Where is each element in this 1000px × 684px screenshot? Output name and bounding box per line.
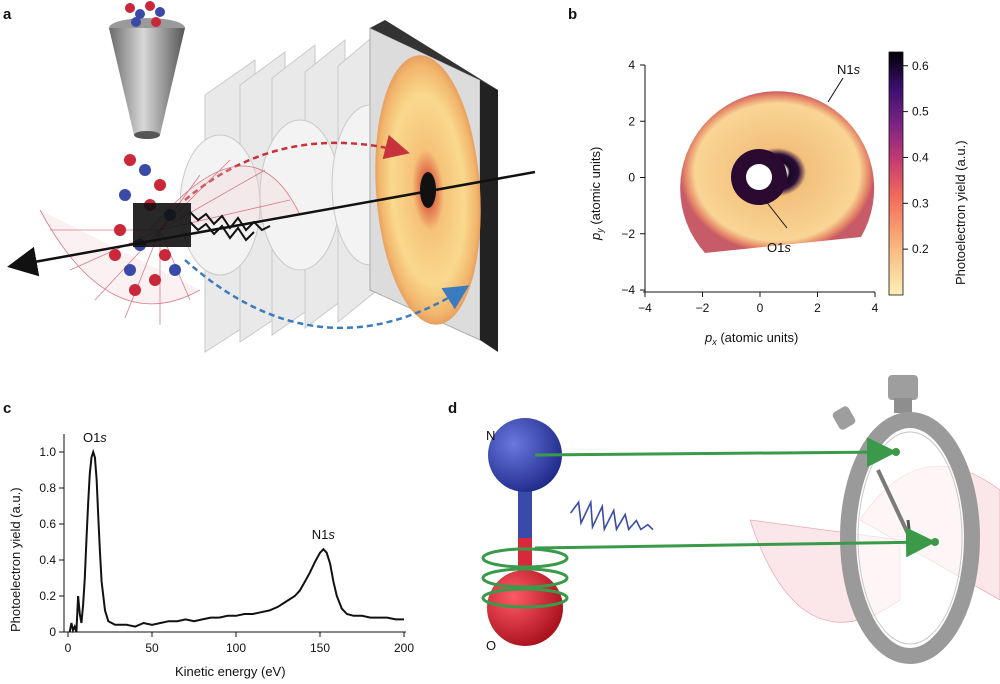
colorbar-tick-label: 0.5 — [912, 105, 929, 119]
nitrogen-label: N — [486, 428, 495, 443]
molecule-cluster-top — [125, 1, 165, 27]
nitrogen-atom — [488, 418, 562, 492]
green-dot-n — [892, 448, 900, 456]
peak-label-main: O1 — [83, 430, 100, 445]
x-tick-label: 50 — [145, 641, 159, 655]
panel-a-schematic — [7, 1, 536, 353]
gas-nozzle — [109, 18, 185, 139]
y-tick-label: −2 — [621, 227, 635, 241]
colorbar-tick-label: 0.6 — [912, 59, 929, 73]
oxygen-label: O — [486, 638, 496, 653]
colorbar-ticks: 0.2 0.3 0.4 0.5 0.6 — [903, 59, 929, 256]
peak-label: O1s — [83, 430, 107, 445]
x-tick-label: 0 — [757, 301, 764, 315]
axes — [643, 65, 875, 293]
spectrometer-axis — [7, 170, 536, 277]
y-tick-label: 0.6 — [39, 517, 56, 531]
heatmap-image — [680, 91, 875, 253]
green-dot-o — [931, 538, 939, 546]
green-arrow-o — [534, 527, 936, 558]
y-tick-label: 0 — [628, 171, 635, 185]
colorbar — [888, 51, 904, 296]
detector — [369, 20, 498, 352]
y-tick-label: 4 — [628, 58, 635, 72]
x-tick-label: −2 — [696, 301, 710, 315]
y-tick-label: 2 — [628, 114, 635, 128]
red-trajectory-arrow — [184, 134, 410, 201]
interaction-region-box — [133, 203, 191, 247]
x-axis-label: Kinetic energy (eV) — [175, 664, 286, 679]
n1s-leader-line — [827, 77, 844, 103]
x-tick-label: 150 — [310, 641, 330, 655]
y-axis-ticks: 4 2 0 −2 −4 — [621, 58, 645, 297]
x-tick-label: −4 — [638, 301, 652, 315]
y-axis-label: py (atomic units) — [588, 147, 605, 241]
y-tick-label: 1.0 — [39, 445, 56, 459]
panel-label-b: b — [568, 6, 578, 23]
y-tick-label: 0.4 — [39, 553, 56, 567]
panel-label-a: a — [3, 6, 12, 23]
panel-label-c: c — [3, 400, 12, 417]
n1s-annotation: N1s — [837, 62, 861, 77]
blue-trajectory-arrow — [184, 259, 470, 330]
y-axis-label: Photoelectron yield (a.u.) — [8, 487, 23, 632]
x-tick-label: 2 — [814, 301, 821, 315]
x-axis-label: px (atomic units) — [704, 330, 798, 347]
xray-pulse — [569, 499, 654, 533]
panel-label-d: d — [448, 400, 458, 417]
x-axis-ticks: −4 −2 0 2 4 — [638, 292, 879, 315]
y-tick-label: −4 — [621, 283, 635, 297]
x-tick-label: 4 — [872, 301, 879, 315]
peak-label-italic: s — [328, 527, 335, 542]
x-tick-label: 200 — [394, 641, 414, 655]
colorbar-tick-label: 0.2 — [912, 242, 929, 256]
y-tick-label: 0 — [49, 625, 56, 639]
colorbar-label: Photoelectron yield (a.u.) — [953, 140, 968, 285]
o1s-leader-line — [764, 199, 788, 229]
x-axis-ticks: 0 50 100 150 200 — [65, 632, 414, 655]
peak-label-italic: s — [100, 430, 107, 445]
spectrum-line — [68, 448, 404, 634]
panel-b-momentum-map: −4 −2 0 2 4 4 2 0 −2 −4 px (atomic units) py (at… — [588, 51, 968, 347]
green-arrow-n — [534, 437, 897, 468]
colorbar-tick-label: 0.4 — [912, 150, 929, 164]
colorbar-tick-label: 0.3 — [912, 196, 929, 210]
axes — [63, 434, 406, 633]
y-tick-label: 0.2 — [39, 589, 56, 603]
o1s-annotation: O1s — [767, 240, 791, 255]
no-molecule — [481, 418, 569, 646]
x-tick-label: 100 — [226, 641, 246, 655]
panel-d-illustration: N O — [481, 375, 1000, 664]
y-axis-ticks: 0 0.2 0.4 0.6 0.8 1.0 — [39, 445, 64, 639]
peak-label: N1s — [312, 527, 336, 542]
x-tick-label: 0 — [65, 641, 72, 655]
peak-label-main: N1 — [312, 527, 329, 542]
y-tick-label: 0.8 — [39, 481, 56, 495]
